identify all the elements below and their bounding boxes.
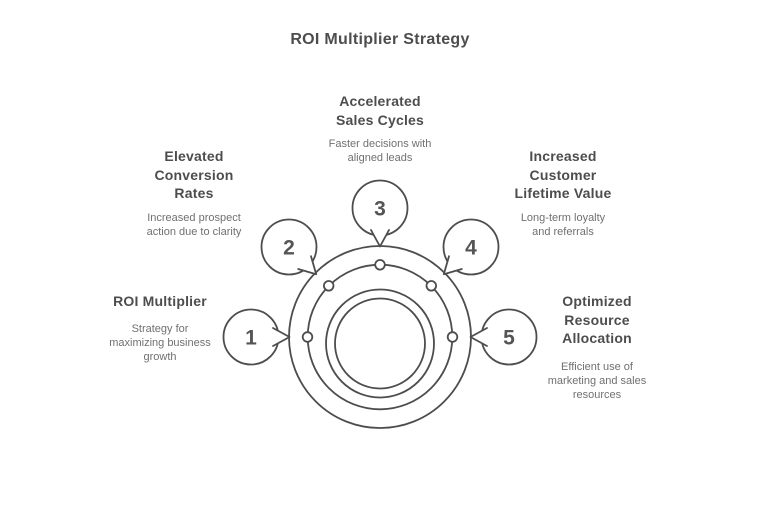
step-bubble-3: 3 (351, 179, 409, 248)
label-block-increased-customer-lifetime-value: Increased Customer Lifetime Value Long-t… (468, 147, 658, 239)
bubble-number: 2 (283, 237, 295, 260)
item-description: Efficient use of marketing and sales res… (547, 360, 647, 401)
ring-node-dot-4 (425, 280, 438, 292)
step-bubble-4: 4 (442, 218, 500, 276)
ring-node-dot-3 (374, 259, 386, 271)
page-title: ROI Multiplier Strategy (290, 31, 470, 48)
item-description: Faster decisions with aligned leads (328, 138, 432, 164)
bubble-number: 3 (374, 198, 386, 221)
item-heading: Increased Customer Lifetime Value (514, 148, 612, 201)
ring-node-dot-5 (446, 331, 459, 343)
bubble-circle (260, 218, 318, 276)
bubble-tail (469, 327, 488, 347)
item-description: Long-term loyalty and referrals (520, 211, 606, 238)
bubble-number: 4 (465, 237, 477, 260)
bubble-tail (370, 229, 390, 248)
bubble-tail (272, 327, 291, 347)
bubble-number: 5 (503, 327, 515, 350)
ring-nodes (301, 259, 459, 343)
label-block-optimized-resource-allocation: Optimized Resource Allocation Efficient … (502, 292, 692, 402)
inner-ring-1 (325, 288, 435, 399)
step-bubble-2: 2 (260, 218, 318, 276)
item-description: Strategy for maximizing business growth (109, 322, 211, 363)
item-description: Increased prospect action due to clarity (146, 211, 242, 238)
label-block-accelerated-sales-cycles: Accelerated Sales Cycles Faster decision… (285, 92, 475, 165)
bubble-circle (442, 218, 500, 276)
item-heading: Accelerated Sales Cycles (335, 93, 425, 128)
inner-ring-2 (334, 297, 426, 390)
step-bubble-1: 1 (222, 308, 291, 366)
item-heading: Elevated Conversion Rates (154, 148, 234, 201)
ring-node-dot-1 (301, 331, 314, 343)
item-heading: ROI Multiplier (113, 293, 207, 309)
item-heading: Optimized Resource Allocation (562, 293, 632, 346)
bubble-tail (297, 255, 318, 276)
bubble-tail (442, 255, 463, 276)
bubble-number: 1 (245, 327, 257, 350)
ring-node-dot-2 (323, 280, 335, 292)
label-block-elevated-conversion-rates: Elevated Conversion Rates Increased pros… (99, 147, 289, 239)
label-block-roi-multiplier: ROI Multiplier Strategy for maximizing b… (70, 292, 250, 364)
step-bubble-5: 5 (469, 308, 538, 366)
